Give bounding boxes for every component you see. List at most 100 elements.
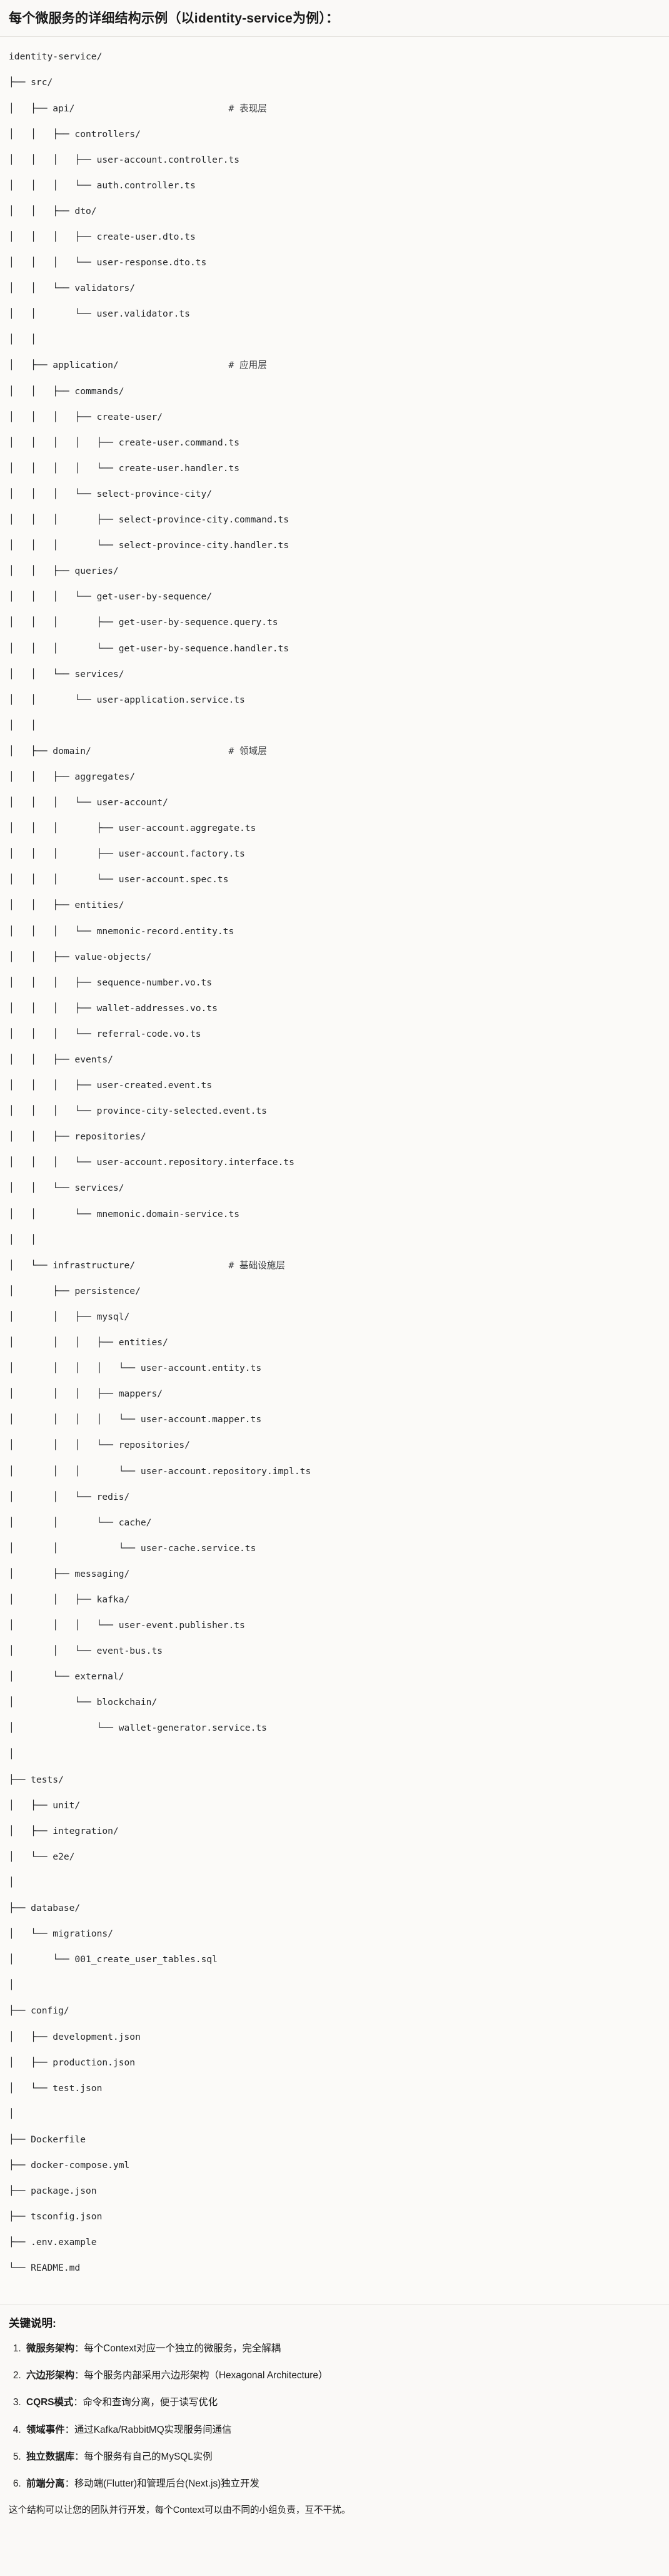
tree-line: │ — [9, 1980, 14, 1991]
directory-tree-body: identity-service/ ├── src/ │ ├── api/ # … — [9, 51, 660, 2275]
tree-line: │ │ │ ├── entities/ — [9, 1337, 168, 1348]
tree-line: │ │ ├── mysql/ — [9, 1311, 130, 1322]
tree-line: │ │ │ └── referral-code.vo.ts — [9, 1028, 201, 1039]
tree-line: │ │ │ └── user-response.dto.ts — [9, 257, 207, 268]
tree-line: │ │ │ └── auth.controller.ts — [9, 180, 196, 191]
key-note-description: 移动端(Flutter)和管理后台(Next.js)独立开发 — [74, 2478, 259, 2489]
key-note-item: CQRS模式：命令和查询分离，便于读写优化 — [24, 2395, 660, 2410]
key-note-item: 独立数据库：每个服务有自己的MySQL实例 — [24, 2450, 660, 2464]
tree-line: │ │ └── services/ — [9, 668, 124, 680]
key-notes-heading: 关键说明: — [9, 2316, 56, 2329]
tree-line: ├── database/ — [9, 1903, 81, 1914]
key-notes-list: 微服务架构：每个Context对应一个独立的微服务，完全解耦六边形架构：每个服务… — [9, 2341, 660, 2491]
tree-line: └── README.md — [9, 2263, 81, 2274]
tree-line: │ — [9, 1748, 14, 1759]
tree-line-comment: # 应用层 — [228, 360, 267, 371]
tree-line: │ └── test.json — [9, 2082, 103, 2094]
tree-line: │ │ │ ├── user-account.factory.ts — [9, 848, 245, 860]
directory-tree-block: identity-service/ ├── src/ │ ├── api/ # … — [0, 37, 669, 2305]
footer-note: 这个结构可以让您的团队并行开发，每个Context可以由不同的小组负责，互不干扰… — [9, 2505, 351, 2515]
tree-line: │ │ │ ├── get-user-by-sequence.query.ts — [9, 617, 278, 628]
tree-line: │ │ ├── kafka/ — [9, 1594, 130, 1605]
tree-line-comment: # 领域层 — [228, 745, 267, 756]
tree-line: │ │ │ ├── user-created.event.ts — [9, 1080, 213, 1091]
tree-line: │ └── 001_create_user_tables.sql — [9, 1954, 218, 1965]
tree-line: │ │ ├── repositories/ — [9, 1131, 146, 1143]
tree-line: │ │ │ ├── select-province-city.command.t… — [9, 514, 289, 526]
tree-line: │ ├── development.json — [9, 2031, 141, 2042]
tree-line: │ │ │ ├── wallet-addresses.vo.ts — [9, 1002, 218, 1014]
tree-line: │ │ │ └── repositories/ — [9, 1440, 190, 1451]
tree-line: │ └── infrastructure/ # 基础设施层 — [9, 1260, 660, 1273]
key-note-description: 每个服务内部采用六边形架构（Hexagonal Architecture） — [84, 2370, 328, 2381]
key-note-description: 每个服务有自己的MySQL实例 — [84, 2451, 213, 2462]
key-note-separator: ： — [74, 2343, 84, 2355]
key-note-separator: ： — [64, 2478, 74, 2489]
tree-line: │ │ │ └── user-account.repository.impl.t… — [9, 1465, 311, 1477]
tree-line: │ │ │ └── get-user-by-sequence.handler.t… — [9, 643, 289, 654]
tree-line: │ │ └── redis/ — [9, 1491, 130, 1502]
tree-line: │ │ ├── controllers/ — [9, 128, 141, 140]
tree-line: │ │ │ │ └── user-account.entity.ts — [9, 1363, 262, 1374]
tree-line: │ — [9, 2108, 14, 2119]
tree-line: │ │ │ ├── user-account.aggregate.ts — [9, 823, 256, 834]
key-note-term: CQRS模式 — [26, 2397, 74, 2408]
tree-line: │ │ │ └── province-city-selected.event.t… — [9, 1106, 267, 1117]
tree-line: │ │ │ └── user-account/ — [9, 797, 168, 808]
tree-line: │ │ └── cache/ — [9, 1517, 152, 1528]
tree-line: │ └── migrations/ — [9, 1928, 113, 1940]
tree-line: ├── tsconfig.json — [9, 2211, 103, 2222]
tree-line: │ │ │ └── select-province-city.handler.t… — [9, 540, 289, 551]
tree-line: │ │ │ ├── mappers/ — [9, 1388, 163, 1400]
tree-line: │ │ ├── queries/ — [9, 566, 119, 577]
tree-line: │ │ — [9, 720, 36, 731]
tree-line: │ ├── application/ # 应用层 — [9, 359, 660, 372]
tree-line-comment: # 基础设施层 — [228, 1260, 285, 1271]
key-notes-block: 关键说明: 微服务架构：每个Context对应一个独立的微服务，完全解耦六边形架… — [0, 2304, 669, 2535]
tree-line: │ ├── api/ # 表现层 — [9, 103, 660, 116]
tree-line: │ │ └── validators/ — [9, 283, 136, 294]
key-note-term: 微服务架构 — [26, 2343, 74, 2355]
tree-line: │ │ — [9, 1234, 36, 1245]
key-note-description: 每个Context对应一个独立的微服务，完全解耦 — [84, 2343, 281, 2355]
tree-line: │ │ ├── dto/ — [9, 205, 97, 216]
title-block: 每个微服务的详细结构示例（以identity-service为例）： — [0, 0, 669, 38]
tree-line: │ — [9, 1877, 14, 1888]
tree-line: ├── .env.example — [9, 2237, 97, 2248]
tree-line-path: │ ├── domain/ — [9, 745, 229, 756]
tree-line: │ │ │ └── user-account.repository.interf… — [9, 1157, 294, 1168]
tree-line: │ │ │ └── get-user-by-sequence/ — [9, 591, 213, 603]
tree-line: │ │ │ │ ├── create-user.command.ts — [9, 437, 240, 448]
tree-line: ├── Dockerfile — [9, 2134, 86, 2145]
tree-line: ├── docker-compose.yml — [9, 2160, 130, 2171]
tree-line: ├── src/ — [9, 77, 53, 88]
tree-line: │ │ │ ├── create-user.dto.ts — [9, 232, 196, 242]
tree-line-comment: # 表现层 — [228, 103, 267, 114]
tree-line: │ │ ├── entities/ — [9, 900, 124, 911]
key-note-term: 前端分离 — [26, 2478, 65, 2489]
tree-line: ├── tests/ — [9, 1774, 64, 1785]
key-note-description: 命令和查询分离，便于读写优化 — [83, 2397, 218, 2408]
tree-line: │ ├── production.json — [9, 2057, 136, 2068]
key-note-term: 独立数据库 — [26, 2451, 74, 2462]
tree-line: │ │ └── user-application.service.ts — [9, 694, 245, 705]
key-note-item: 六边形架构：每个服务内部采用六边形架构（Hexagonal Architectu… — [24, 2368, 660, 2383]
tree-line: │ ├── messaging/ — [9, 1568, 130, 1579]
key-note-description: 通过Kafka/RabbitMQ实现服务间通信 — [74, 2424, 232, 2435]
key-note-term: 领域事件 — [26, 2424, 65, 2435]
tree-line: │ │ └── user.validator.ts — [9, 308, 190, 320]
tree-line: │ │ │ └── user-event.publisher.ts — [9, 1620, 245, 1631]
tree-line-path: │ └── infrastructure/ — [9, 1260, 229, 1271]
tree-line: │ │ ├── value-objects/ — [9, 951, 152, 962]
key-note-separator: ： — [74, 2370, 84, 2381]
key-note-item: 领域事件：通过Kafka/RabbitMQ实现服务间通信 — [24, 2423, 660, 2437]
key-note-separator: ： — [73, 2397, 83, 2408]
tree-line: │ └── external/ — [9, 1671, 124, 1683]
tree-line: │ └── e2e/ — [9, 1851, 75, 1862]
tree-line: │ │ │ └── select-province-city/ — [9, 488, 213, 499]
key-note-item: 前端分离：移动端(Flutter)和管理后台(Next.js)独立开发 — [24, 2477, 660, 2491]
tree-line: │ │ ├── events/ — [9, 1054, 113, 1065]
tree-line: │ ├── unit/ — [9, 1800, 81, 1811]
tree-line: ├── package.json — [9, 2186, 97, 2197]
